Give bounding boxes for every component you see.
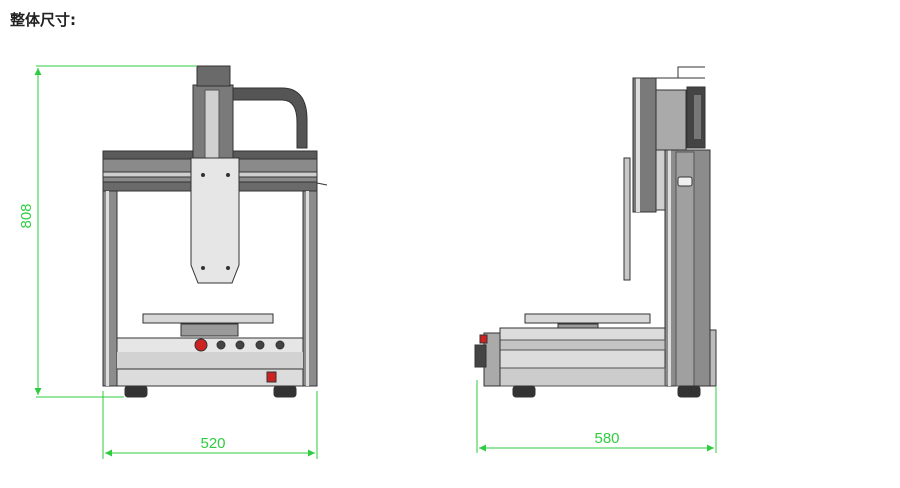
work-table [142, 313, 274, 324]
depth-dimension [476, 380, 717, 453]
cable-chain [232, 87, 308, 149]
left-leg [102, 190, 118, 387]
width-label: 520 [200, 435, 225, 452]
height-dimension [34, 65, 196, 398]
height-label: 808 [18, 203, 35, 228]
base [116, 368, 304, 387]
foot [273, 385, 297, 398]
depth-label: 580 [594, 430, 619, 447]
power-switch [266, 371, 277, 383]
foot [124, 385, 148, 398]
side-table [524, 313, 651, 324]
page-title: 整体尺寸: [10, 11, 76, 29]
foot [512, 385, 536, 398]
foot [677, 385, 701, 398]
width-dimension [102, 391, 318, 459]
front-view [102, 65, 328, 398]
side-view [474, 66, 717, 398]
right-leg [302, 190, 318, 387]
tool-head [190, 157, 240, 284]
